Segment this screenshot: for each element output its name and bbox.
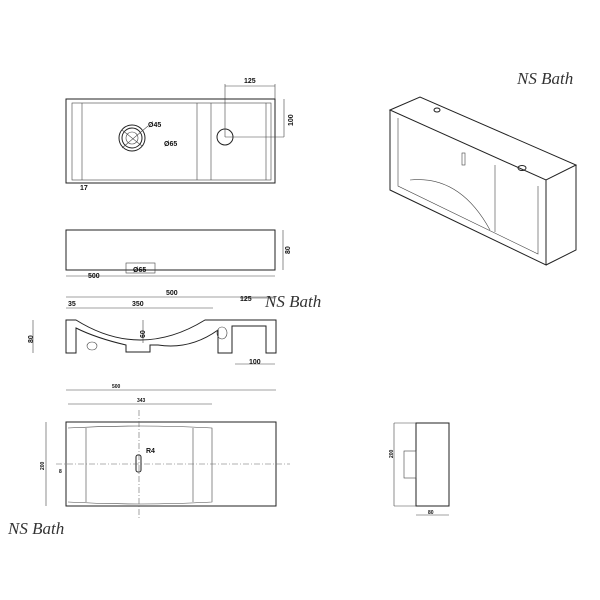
dim-125: 125: [240, 296, 252, 303]
dim-35: 35: [68, 301, 76, 308]
radius-r4: R4: [146, 448, 155, 455]
dim-500: 500: [88, 273, 100, 280]
dim-500: 500: [112, 384, 121, 390]
side-view: 200 80: [389, 422, 450, 516]
dim-350: 350: [132, 301, 144, 308]
dim-diam-45: Ø45: [148, 122, 161, 129]
plan-view: 500 343 200 R4 8: [40, 384, 290, 518]
dim-80: 80: [428, 510, 434, 516]
top-view: 125 100 Ø45 Ø65 17: [65, 78, 295, 192]
dim-diam-65: Ø65: [133, 267, 146, 274]
dim-200: 200: [40, 461, 46, 470]
isometric-view: [388, 96, 578, 266]
drain-outer-circle: [118, 124, 146, 152]
dim-diam-65: Ø65: [164, 141, 177, 148]
dim-100: 100: [288, 114, 295, 126]
watermark-logo: NS Bath: [7, 519, 64, 538]
dim-80: 80: [285, 246, 292, 254]
watermark-logo: NS Bath: [264, 292, 321, 311]
dim-125: 125: [244, 78, 256, 85]
dim-60: 60: [140, 330, 147, 338]
front-view: 80 500 Ø65: [65, 229, 292, 280]
dim-8: 8: [59, 469, 62, 475]
watermark-logo: NS Bath: [516, 69, 573, 88]
dim-80: 80: [28, 335, 35, 343]
dim-17: 17: [80, 185, 88, 192]
dim-100: 100: [249, 359, 261, 366]
section-view: 500 35 350 125 60 100 80: [28, 290, 277, 366]
dim-500: 500: [166, 290, 178, 297]
dim-343: 343: [137, 398, 146, 404]
dim-200: 200: [389, 449, 395, 458]
